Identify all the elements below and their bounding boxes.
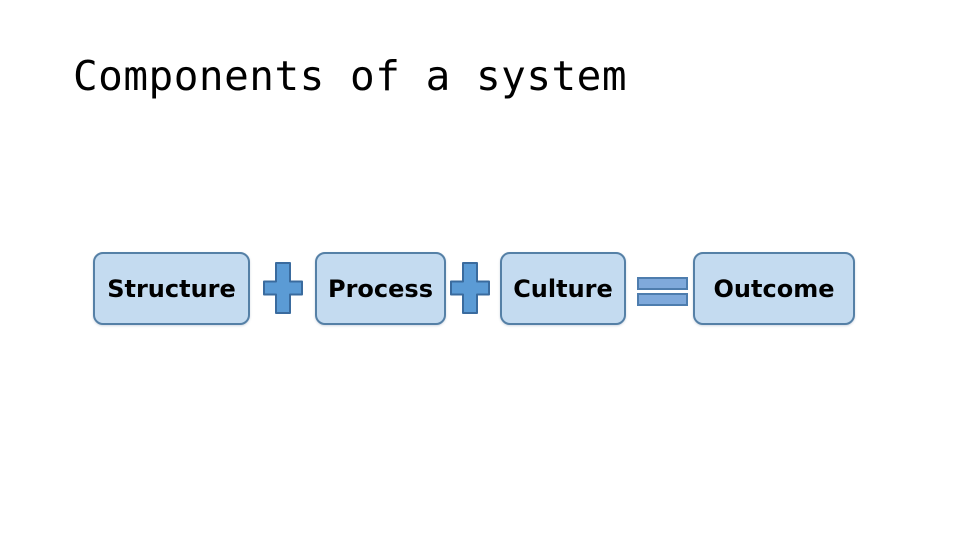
equals-icon [637, 277, 688, 306]
diagram-box-culture-label: Culture [513, 274, 613, 303]
plus-icon [450, 262, 490, 314]
diagram-box-structure: Structure [93, 252, 250, 325]
diagram-box-outcome-label: Outcome [713, 274, 835, 303]
diagram-box-process: Process [315, 252, 446, 325]
diagram-box-process-label: Process [328, 274, 433, 303]
diagram-box-outcome: Outcome [693, 252, 855, 325]
diagram-box-structure-label: Structure [107, 274, 236, 303]
slide-title: Components of a system [73, 52, 628, 100]
plus-icon [263, 262, 303, 314]
diagram-box-culture: Culture [500, 252, 626, 325]
